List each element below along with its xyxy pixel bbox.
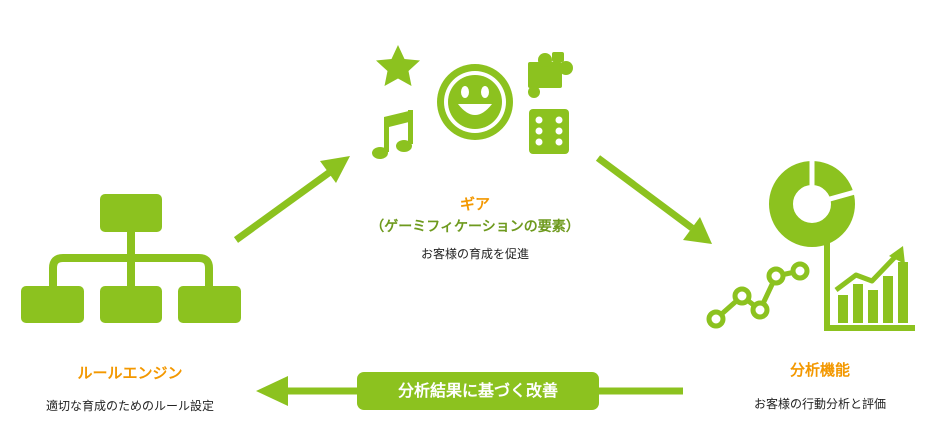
rule-engine-description: 適切な育成のためのルール設定 [45,399,214,413]
rule-engine-title: ルールエンジン [77,364,183,382]
analysis-title: 分析機能 [789,361,850,379]
arrow-to-gear [233,156,350,243]
analysis-description: お客様の行動分析と評価 [753,397,886,411]
puzzle-icon [528,52,573,98]
feedback-pill [357,372,599,410]
gear-description: お客様の育成を促進 [420,247,529,261]
music-note-icon [372,110,413,159]
org-chart-icon [21,194,241,323]
line-graph-icon [706,261,810,329]
dice-icon [529,109,569,154]
smiley-icon [437,64,513,140]
feedback-label: 分析結果に基づく改善 [397,381,558,400]
donut-chart-icon [769,158,856,247]
star-icon [376,45,420,86]
gear-title: ギア [459,195,490,213]
gear-subtitle: （ゲーミフィケーションの要素） [370,219,580,235]
bar-growth-chart-icon [824,240,915,331]
arrow-to-analysis [595,155,712,244]
